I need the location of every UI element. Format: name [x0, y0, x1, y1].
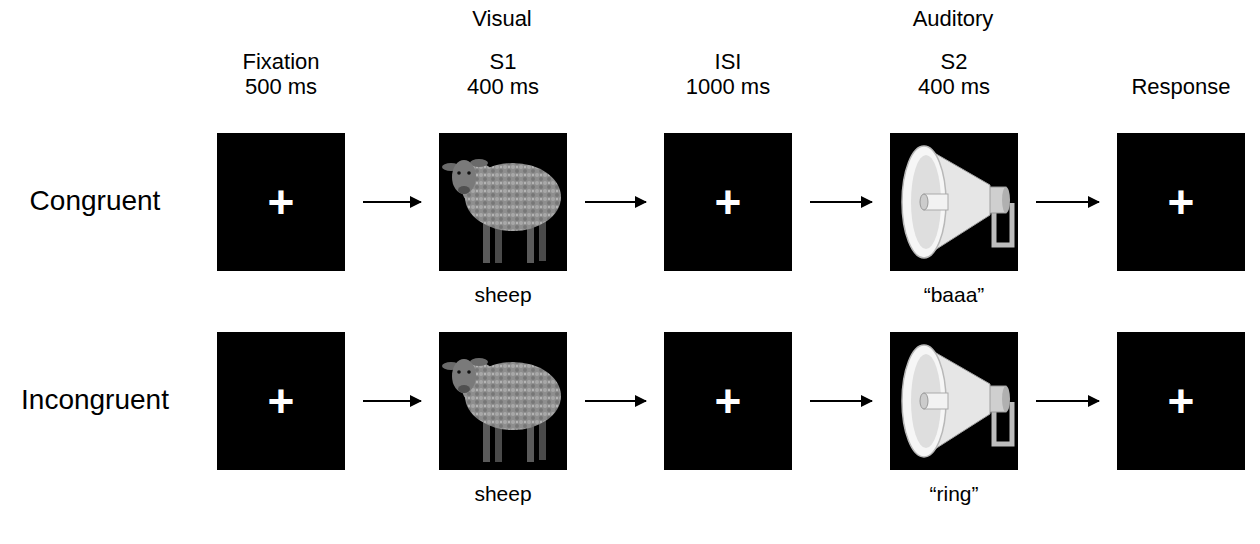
- stimulus-name: sheep: [474, 482, 531, 506]
- duration: 400 ms: [467, 74, 539, 99]
- condition-name: Incongruent: [21, 384, 169, 416]
- stimulus-screen: “ring”: [890, 332, 1018, 470]
- fixation-screen: +: [664, 332, 792, 470]
- phase-name: S2: [941, 49, 968, 74]
- duration: 500 ms: [245, 74, 317, 99]
- fixation-cross: +: [1117, 332, 1245, 470]
- fixation-cross: +: [1117, 133, 1245, 271]
- sequence-arrow: [1036, 400, 1099, 402]
- fixation-cross: +: [664, 332, 792, 470]
- fixation-cross: +: [217, 133, 345, 271]
- fixation-cross: +: [664, 133, 792, 271]
- sequence-arrow: [363, 400, 421, 402]
- sequence-arrow: [585, 201, 646, 203]
- stimulus-name: “ring”: [929, 482, 978, 506]
- phase-name: ISI: [715, 49, 742, 74]
- sequence-arrow: [1036, 201, 1099, 203]
- fixation-screen: +: [664, 133, 792, 271]
- fixation-screen: +: [1117, 332, 1245, 470]
- modality-heading: Visual: [472, 6, 532, 31]
- loudspeaker-picture: [890, 133, 1018, 271]
- condition-name: Congruent: [30, 185, 161, 217]
- stimulus-screen: sheep: [439, 133, 567, 271]
- sheep-picture: [439, 133, 567, 271]
- duration: 1000 ms: [686, 74, 770, 99]
- fixation-screen: +: [217, 133, 345, 271]
- fixation-screen: +: [217, 332, 345, 470]
- modality-heading: Auditory: [913, 6, 994, 31]
- stimulus-screen: sheep: [439, 332, 567, 470]
- loudspeaker-picture: [890, 332, 1018, 470]
- sequence-arrow: [810, 201, 872, 203]
- stimulus-name: sheep: [474, 283, 531, 307]
- sequence-arrow: [585, 400, 646, 402]
- stimulus-name: “baaa”: [924, 283, 985, 307]
- phase-name: Fixation: [242, 49, 319, 74]
- sequence-arrow: [363, 201, 421, 203]
- duration: 400 ms: [918, 74, 990, 99]
- sheep-picture: [439, 332, 567, 470]
- sequence-arrow: [810, 400, 872, 402]
- phase-name: S1: [490, 49, 517, 74]
- fixation-cross: +: [217, 332, 345, 470]
- phase-name: Response: [1131, 74, 1230, 99]
- stimulus-screen: “baaa”: [890, 133, 1018, 271]
- fixation-screen: +: [1117, 133, 1245, 271]
